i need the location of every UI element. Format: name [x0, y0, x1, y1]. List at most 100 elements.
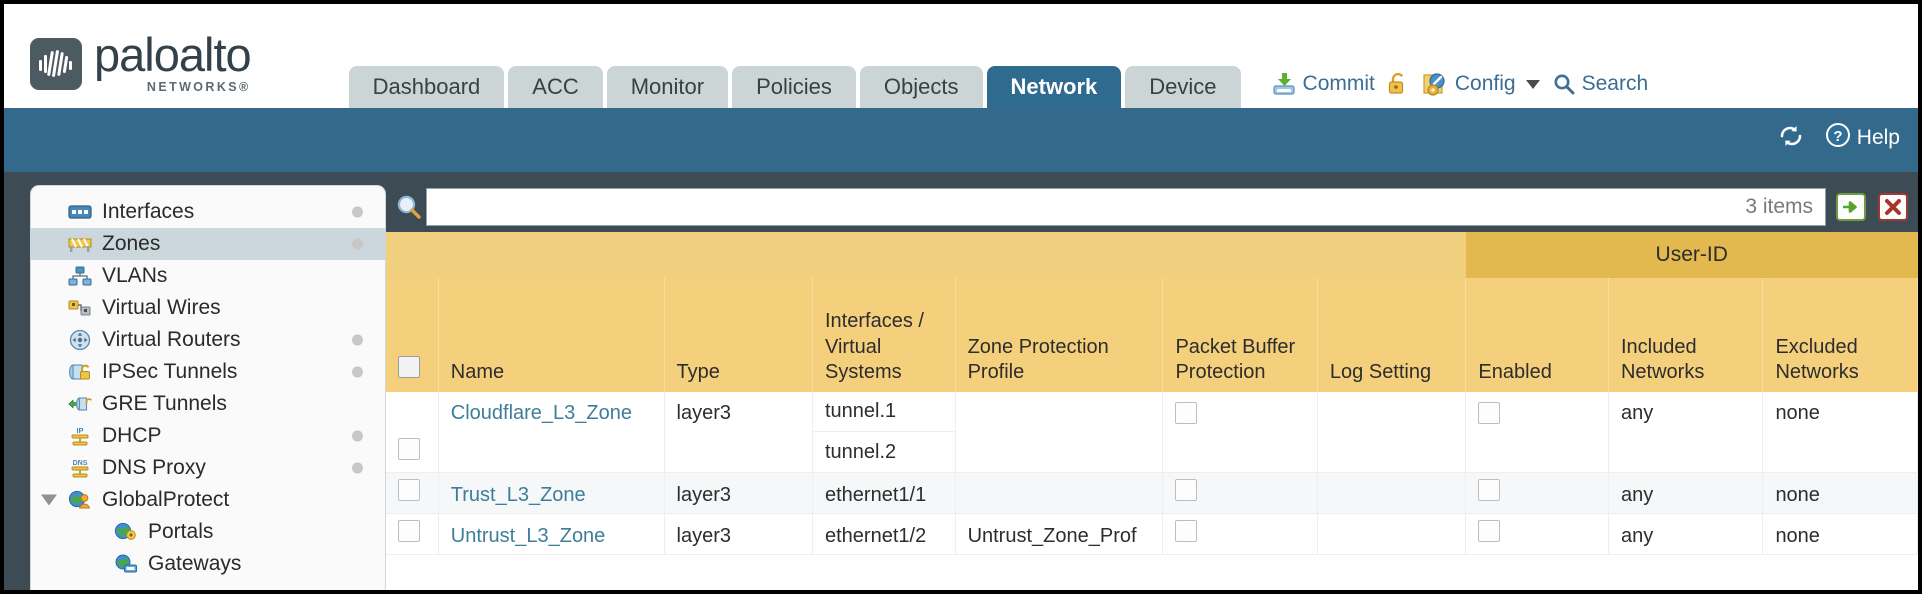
user-id-enabled-checkbox[interactable]: [1478, 520, 1501, 542]
cell-log-setting: [1317, 472, 1467, 514]
apply-filter-button[interactable]: [1834, 191, 1868, 223]
sidebar-item-portals[interactable]: Portals: [31, 516, 385, 548]
sidebar-item-globalprotect[interactable]: GlobalProtect: [31, 484, 385, 516]
cell-user-id-enabled: [1465, 392, 1609, 473]
chevron-down-icon[interactable]: [1525, 79, 1540, 89]
tab-network[interactable]: Network: [986, 66, 1122, 108]
status-dot: [352, 430, 363, 442]
table-header-row: Name Type Interfaces / Virtual Systems Z…: [386, 278, 1918, 392]
search-button[interactable]: Search: [1552, 72, 1648, 96]
sidebar-item-gateways[interactable]: Gateways: [31, 548, 385, 580]
cell-interfaces: ethernet1/2: [812, 513, 956, 555]
user-id-enabled-checkbox[interactable]: [1478, 402, 1501, 424]
interfaces-icon: [67, 201, 93, 223]
virtual-routers-icon: [67, 329, 93, 351]
row-select-cell: [386, 513, 439, 555]
cell-interfaces: tunnel.1 tunnel.2: [812, 392, 956, 473]
status-dot: [352, 238, 363, 250]
gre-tunnels-icon: [67, 393, 93, 415]
help-label: Help: [1856, 126, 1900, 149]
packet-buffer-protection-checkbox[interactable]: [1175, 479, 1198, 501]
table-row[interactable]: Cloudflare_L3_Zone layer3 tunnel.1 tunne…: [386, 392, 1918, 473]
zone-name-link[interactable]: Untrust_L3_Zone: [450, 525, 606, 547]
packet-buffer-protection-checkbox[interactable]: [1175, 402, 1198, 424]
sidebar-item-interfaces[interactable]: Interfaces: [31, 196, 385, 228]
tab-dashboard[interactable]: Dashboard: [348, 66, 505, 108]
refresh-icon[interactable]: [1777, 123, 1805, 154]
sidebar-item-dhcp[interactable]: IP DHCP: [31, 420, 385, 452]
vlans-icon: [67, 265, 93, 287]
table-row[interactable]: Trust_L3_Zone layer3 ethernet1/1: [386, 472, 1918, 514]
sidebar-item-vlans[interactable]: VLANs: [31, 260, 385, 292]
column-header-log-setting[interactable]: Log Setting: [1317, 278, 1467, 392]
search-magnifier-icon[interactable]: [392, 192, 426, 222]
row-checkbox[interactable]: [398, 479, 420, 501]
config-label: Config: [1454, 72, 1516, 95]
cell-interfaces: ethernet1/1: [812, 472, 956, 514]
cell-included-networks: any: [1608, 472, 1764, 514]
blue-sub-header: ? Help: [4, 108, 1918, 172]
column-header-interfaces[interactable]: Interfaces / Virtual Systems: [812, 278, 956, 392]
blue-header-actions: ? Help: [1777, 122, 1900, 154]
row-checkbox[interactable]: [398, 520, 420, 542]
zones-table: User-ID Name Type Interfaces / Virtual S…: [386, 232, 1918, 555]
tab-policies[interactable]: Policies: [732, 66, 856, 108]
row-select-cell: [386, 472, 439, 514]
tree-collapse-triangle-icon[interactable]: [41, 494, 57, 506]
column-header-type[interactable]: Type: [664, 278, 813, 392]
sidebar-item-label: Gateways: [148, 552, 242, 575]
sidebar-item-label: GRE Tunnels: [102, 392, 227, 415]
sidebar-item-dns-proxy[interactable]: DNS DNS Proxy: [31, 452, 385, 484]
brand-name: paloalto: [94, 28, 252, 82]
dns-proxy-icon: DNS: [67, 457, 93, 479]
table-row[interactable]: Untrust_L3_Zone layer3 ethernet1/2 Untru…: [386, 513, 1918, 555]
sidebar-item-zones[interactable]: Zones: [31, 228, 385, 260]
column-header-included-networks[interactable]: Included Networks: [1608, 278, 1764, 392]
column-header-zone-protection-profile[interactable]: Zone Protection Profile: [955, 278, 1164, 392]
cell-user-id-enabled: [1465, 513, 1609, 555]
column-header-enabled[interactable]: Enabled: [1465, 278, 1609, 392]
item-count-label: 3 items: [1745, 195, 1813, 218]
cell-packet-buffer-protection: [1162, 472, 1318, 514]
commit-label: Commit: [1302, 72, 1375, 95]
cell-name: Trust_L3_Zone: [438, 472, 665, 514]
help-button[interactable]: ? Help: [1825, 122, 1900, 154]
packet-buffer-protection-checkbox[interactable]: [1175, 520, 1198, 542]
cell-packet-buffer-protection: [1162, 392, 1318, 473]
svg-text:DNS: DNS: [73, 460, 88, 467]
search-field-wrapper: 3 items: [426, 188, 1826, 226]
sidebar-item-virtual-routers[interactable]: Virtual Routers: [31, 324, 385, 356]
search-input[interactable]: [427, 189, 1746, 225]
config-menu[interactable]: Config: [1421, 71, 1540, 97]
cell-type: layer3: [664, 392, 813, 473]
select-all-checkbox[interactable]: [398, 356, 420, 379]
tab-acc[interactable]: ACC: [508, 66, 603, 108]
sidebar-item-label: Interfaces: [102, 200, 195, 223]
column-header-excluded-networks[interactable]: Excluded Networks: [1762, 278, 1918, 392]
tab-device[interactable]: Device: [1125, 66, 1241, 108]
cell-included-networks: any: [1608, 392, 1764, 473]
status-dot: [352, 206, 363, 218]
sidebar-item-gre-tunnels[interactable]: GRE Tunnels: [31, 388, 385, 420]
sidebar-item-virtual-wires[interactable]: Virtual Wires: [31, 292, 385, 324]
zone-name-link[interactable]: Cloudflare_L3_Zone: [450, 402, 633, 424]
filter-bar: 3 items: [386, 186, 1918, 228]
tab-objects[interactable]: Objects: [859, 66, 983, 108]
commit-button[interactable]: Commit: [1271, 71, 1375, 97]
brand-subtitle: NETWORKS®: [146, 80, 251, 94]
column-header-name[interactable]: Name: [438, 278, 665, 392]
column-header-packet-buffer-protection[interactable]: Packet Buffer Protection: [1162, 278, 1318, 392]
cell-excluded-networks: none: [1762, 472, 1918, 514]
portals-icon: [113, 521, 139, 543]
sidebar-item-label: Virtual Routers: [102, 328, 241, 351]
lock-button[interactable]: [1387, 71, 1409, 97]
clear-filter-button[interactable]: [1876, 191, 1910, 223]
padlock-icon: [1387, 71, 1409, 97]
sidebar-item-ipsec-tunnels[interactable]: IPSec Tunnels: [31, 356, 385, 388]
row-checkbox[interactable]: [398, 438, 420, 460]
cell-included-networks: any: [1608, 513, 1764, 555]
zone-name-link[interactable]: Trust_L3_Zone: [450, 484, 586, 506]
main-nav-tabs: Dashboard ACC Monitor Policies Objects N…: [348, 62, 1245, 108]
user-id-enabled-checkbox[interactable]: [1478, 479, 1501, 501]
tab-monitor[interactable]: Monitor: [606, 66, 729, 108]
